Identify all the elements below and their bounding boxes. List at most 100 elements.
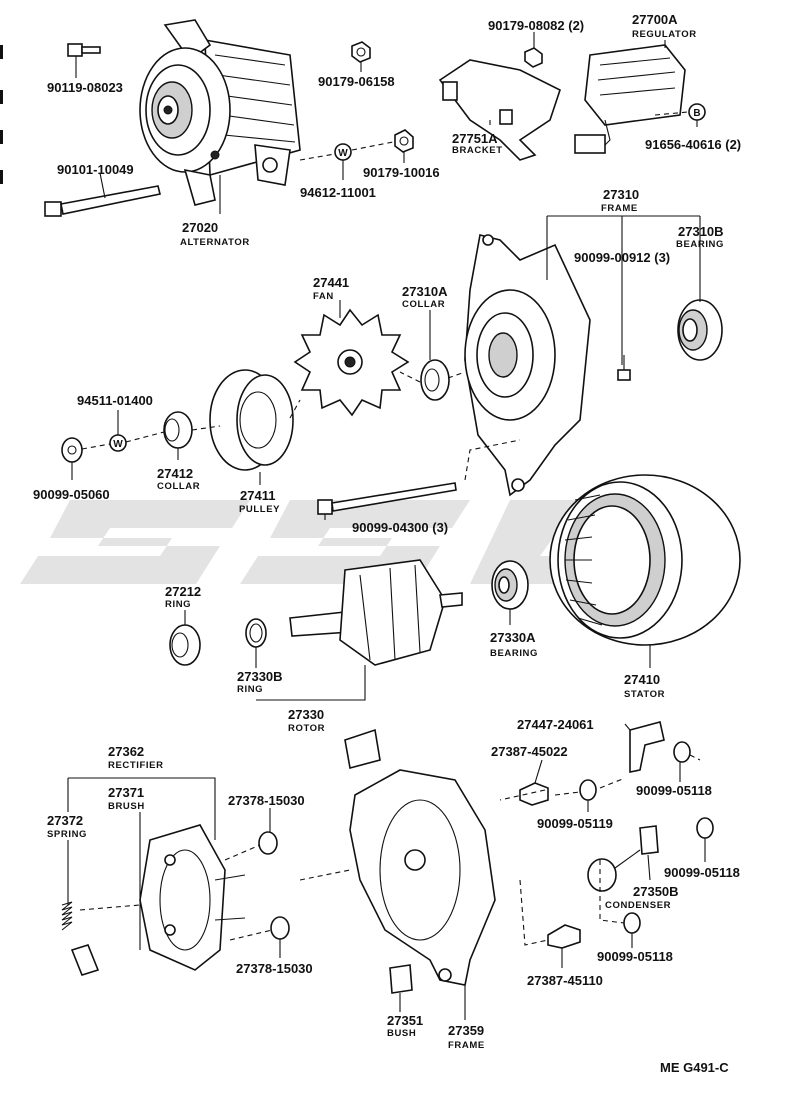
insulator-27378-a-drawing (258, 831, 278, 855)
front-frame-drawing (464, 234, 591, 497)
part-name-27441: FAN (313, 291, 334, 302)
insulator-27378-b-drawing (270, 916, 290, 940)
part-name-27411: PULLEY (239, 504, 280, 515)
diagram-code: ME G491-C (660, 1060, 729, 1075)
part-number-27351: 27351 (387, 1013, 423, 1028)
terminal-27387-45110-drawing (547, 924, 581, 949)
part-number-27310B: 27310B (678, 224, 724, 239)
spring-drawing (61, 901, 73, 931)
terminal-27387-45022-drawing (519, 782, 549, 806)
part-name-27410: STATOR (624, 689, 665, 700)
part-number-27378-15030-a: 27378-15030 (228, 793, 305, 808)
part-number-27310: 27310 (603, 187, 639, 202)
part-number-27350B: 27350B (633, 884, 679, 899)
bearing-27310b-drawing (677, 299, 723, 361)
part-number-27412: 27412 (157, 466, 193, 481)
part-number-94511-01400: 94511-01400 (77, 393, 153, 408)
part-number-90179-06158: 90179-06158 (318, 74, 395, 89)
stator-drawing (549, 474, 741, 646)
nut-90099-05118b-drawing (696, 817, 714, 839)
part-number-90099-05118-a: 90099-05118 (636, 783, 712, 798)
bolt-90119-08023-drawing (67, 43, 101, 70)
bearing-27330a-drawing (491, 560, 529, 610)
brush-drawing (70, 944, 100, 976)
part-number-90099-04300: 90099-04300 (3) (352, 520, 448, 535)
washer-marker: W (338, 148, 348, 159)
part-name-27330: ROTOR (288, 723, 325, 734)
leader-bolt-b (654, 111, 689, 116)
bolt-90101-10049-drawing (44, 185, 161, 217)
part-number-27212: 27212 (165, 584, 201, 599)
part-number-27378-15030-b: 27378-15030 (236, 961, 313, 976)
fan-drawing (293, 308, 410, 417)
washer-marker-2: W (113, 439, 123, 450)
bolt-marker: B (693, 108, 700, 119)
part-name-27362: RECTIFIER (108, 760, 164, 771)
nut-90179-08082-drawing (524, 47, 543, 68)
part-number-90099-00912: 90099-00912 (3) (574, 250, 670, 265)
part-name-27372: SPRING (47, 829, 87, 840)
bolt-90099-04300-drawing (317, 482, 457, 515)
part-name-27310A: COLLAR (402, 299, 445, 310)
part-number-90099-05118-b: 90099-05118 (664, 865, 740, 880)
part-name-27212: RING (165, 599, 191, 610)
nut-90099-05060-drawing (61, 437, 83, 463)
rear-frame-drawing (344, 728, 496, 986)
part-name-27330A: BEARING (490, 648, 538, 659)
part-name-27751A: BRACKET (452, 145, 503, 156)
part-name-27351: BUSH (387, 1028, 416, 1039)
bush-drawing (389, 964, 413, 994)
part-number-27410: 27410 (624, 672, 660, 687)
ring-27212-drawing (169, 624, 201, 666)
part-number-27700A: 27700A (632, 12, 678, 27)
scan-edge-marks (0, 45, 3, 184)
part-number-27330B: 27330B (237, 669, 283, 684)
part-name-27700A: REGULATOR (632, 29, 697, 40)
part-number-90119-08023: 90119-08023 (47, 80, 123, 95)
screw-90099-00912-drawing (617, 355, 631, 381)
part-number-27371: 27371 (108, 785, 144, 800)
nut-90099-05119-drawing (579, 779, 597, 801)
part-number-27751A: 27751A (452, 131, 498, 146)
collar-27310a-drawing (420, 359, 450, 401)
part-number-91656-40616: 91656-40616 (2) (645, 137, 741, 152)
leader-washer (299, 141, 394, 161)
pulley-drawing (209, 369, 294, 471)
part-number-27387-45110: 27387-45110 (527, 973, 603, 988)
leader-lines (67, 32, 706, 1020)
part-number-27330: 27330 (288, 707, 324, 722)
alternator-drawing (139, 19, 301, 206)
part-number-94612-11001: 94612-11001 (300, 185, 376, 200)
rectifier-drawing (139, 824, 246, 971)
part-number-90099-05119: 90099-05119 (537, 816, 613, 831)
bracket-drawing (438, 59, 561, 161)
part-number-90179-08082: 90179-08082 (2) (488, 18, 584, 33)
part-number-27359: 27359 (448, 1023, 484, 1038)
part-name-27350B: CONDENSER (605, 900, 671, 911)
leader-rear-axis (79, 754, 701, 946)
part-name-27330B: RING (237, 684, 263, 695)
callouts: 90119-08023 27020 ALTERNATOR 90101-10049… (33, 12, 741, 1075)
part-number-27441: 27441 (313, 275, 349, 290)
part-number-27447-24061: 27447-24061 (517, 717, 594, 732)
part-name-27310B: BEARING (676, 239, 724, 250)
part-name-27371: BRUSH (108, 801, 145, 812)
nut-90179-06158-drawing (351, 41, 371, 63)
rotor-drawing (289, 559, 463, 666)
part-number-90101-10049: 90101-10049 (57, 162, 134, 177)
part-number-90179-10016: 90179-10016 (363, 165, 440, 180)
part-name-27020: ALTERNATOR (180, 237, 250, 248)
part-name-27412: COLLAR (157, 481, 200, 492)
part-number-27310A: 27310A (402, 284, 448, 299)
collar-27412-drawing (163, 411, 193, 449)
part-number-27411: 27411 (240, 488, 275, 503)
part-name-27359: FRAME (448, 1040, 485, 1051)
clip-27447-drawing (629, 721, 665, 773)
nut-90179-10016-drawing (394, 129, 414, 153)
part-number-90099-05060: 90099-05060 (33, 487, 110, 502)
part-number-27362: 27362 (108, 744, 144, 759)
part-number-27372: 27372 (47, 813, 83, 828)
nut-90099-05118c-drawing (623, 912, 641, 934)
part-name-27310: FRAME (601, 203, 638, 214)
